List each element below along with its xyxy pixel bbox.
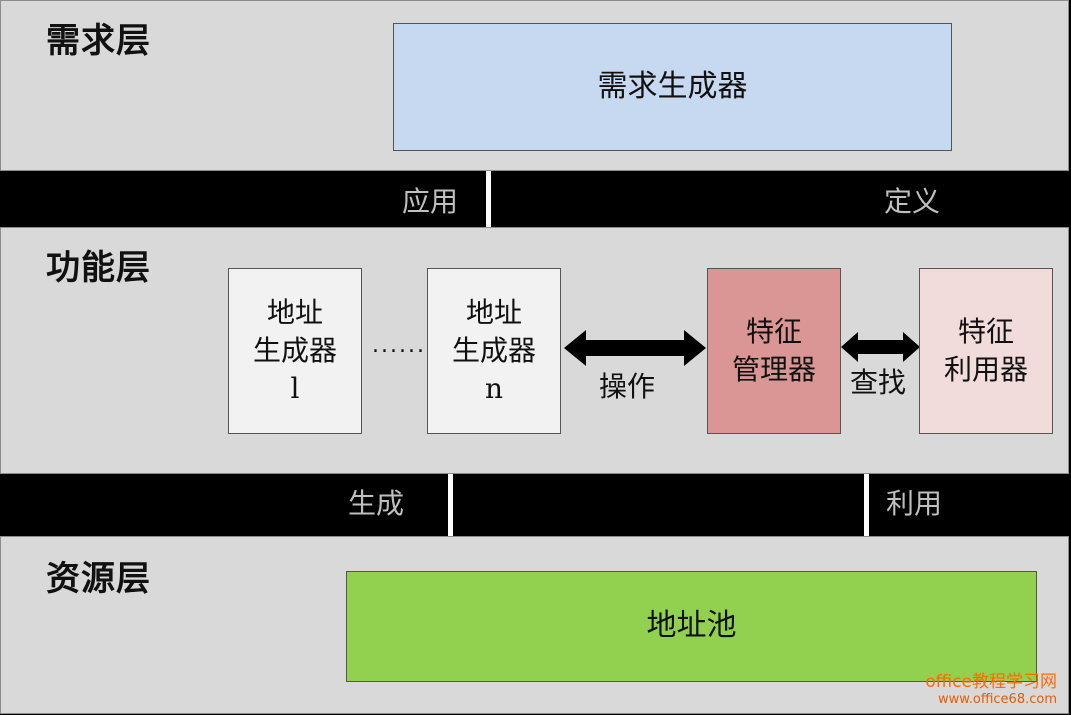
watermark: office教程学习网 www.office68.com [925, 667, 1057, 707]
connector-utilize-label: 利用 [886, 487, 943, 520]
connector-define-label: 定义 [884, 185, 941, 218]
address-generator-1-line1: 地址 [266, 296, 323, 330]
demand-generator-box[interactable]: 需求生成器 [393, 23, 952, 151]
address-generator-n-box[interactable]: 地址 生成器 n [427, 268, 561, 434]
feature-user-line2: 利用器 [943, 353, 1028, 386]
operate-double-arrow [564, 330, 706, 366]
function-layer-title: 功能层 [46, 248, 151, 288]
address-generator-1-box[interactable]: 地址 生成器 l [228, 268, 362, 434]
address-generator-n-line3: n [484, 371, 504, 405]
address-generator-1-line3: l [290, 371, 300, 405]
connector-generate-label: 生成 [348, 487, 405, 520]
search-double-arrow [841, 332, 920, 362]
connector-apply-line [486, 171, 491, 227]
feature-user-box[interactable]: 特征 利用器 [919, 268, 1053, 434]
feature-manager-box[interactable]: 特征 管理器 [707, 268, 841, 434]
ellipsis-dots: ...... [372, 333, 426, 358]
address-generator-n-line2: 生成器 [451, 334, 536, 368]
feature-user-line1: 特征 [957, 315, 1014, 349]
watermark-line1: office教程学习网 [925, 672, 1057, 692]
address-pool-box[interactable]: 地址池 [346, 571, 1037, 682]
connector-utilize-line [864, 474, 869, 536]
demand-layer: 需求层 需求生成器 [0, 0, 1069, 171]
address-generator-1-line2: 生成器 [252, 334, 337, 368]
demand-layer-title: 需求层 [46, 21, 151, 61]
feature-manager-line2: 管理器 [731, 353, 816, 386]
address-pool-label: 地址池 [646, 608, 737, 644]
watermark-line2: www.office68.com [938, 692, 1057, 707]
resource-layer-title: 资源层 [46, 559, 151, 599]
resource-layer: 资源层 地址池 [0, 536, 1069, 714]
connector-generate-line [448, 474, 453, 536]
operate-label: 操作 [599, 370, 656, 403]
feature-manager-line1: 特征 [745, 315, 802, 349]
demand-generator-label: 需求生成器 [597, 68, 748, 104]
address-generator-n-line1: 地址 [465, 296, 522, 330]
search-label: 查找 [850, 366, 907, 399]
connector-apply-label: 应用 [402, 185, 459, 218]
function-layer: 功能层 地址 生成器 l ...... 地址 生成器 n 操作 特征 管理器 查… [0, 227, 1069, 474]
